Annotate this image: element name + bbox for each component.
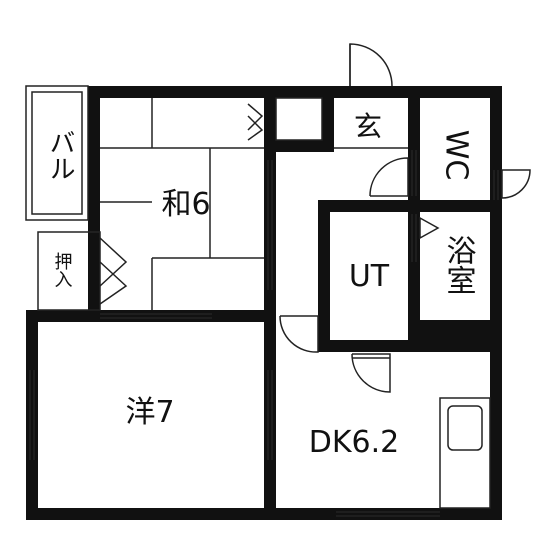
thin-lines xyxy=(25,85,499,517)
label-wc: WC xyxy=(439,130,474,181)
ut-door xyxy=(351,353,391,393)
label-ut: UT xyxy=(349,259,390,294)
label-oshiire: 押入 xyxy=(52,252,73,288)
label-dk: DK6.2 xyxy=(309,425,399,460)
label-youshitsu: 洋7 xyxy=(125,395,174,430)
entrance-door xyxy=(349,43,393,87)
label-yokushitsu: 浴室 xyxy=(441,235,476,295)
wc-door xyxy=(369,157,409,197)
label-washitsu: 和6 xyxy=(161,187,210,222)
doors xyxy=(99,43,531,393)
label-genkan: 玄 xyxy=(354,110,382,143)
dk-door xyxy=(279,315,319,353)
label-balcony: バル xyxy=(45,129,75,181)
walls xyxy=(26,86,502,520)
bath-door xyxy=(419,216,440,240)
